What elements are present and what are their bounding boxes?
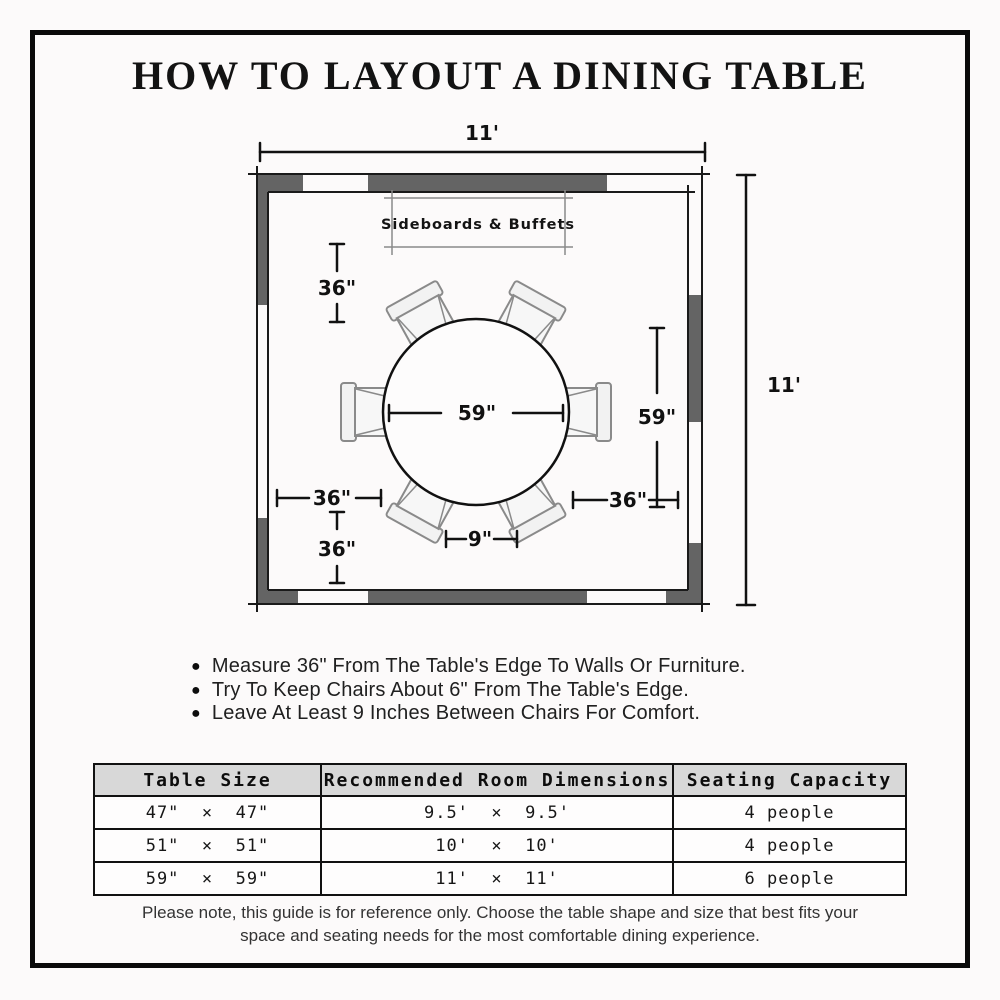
tip-text: Leave At Least 9 Inches Between Chairs F… — [211, 702, 701, 724]
room-height-label: 11' — [767, 373, 801, 397]
cell-seating-capacity: 4 people — [672, 828, 907, 863]
bullet-icon: ● — [191, 681, 201, 699]
size-table: Table Size Recommended Room Dimensions S… — [93, 763, 907, 896]
sideboard-label: Sideboards & Buffets — [381, 217, 575, 233]
top-left-clearance-label: 36" — [318, 276, 356, 300]
room-walls — [256, 174, 703, 605]
page-title: HOW TO LAYOUT A DINING TABLE — [132, 53, 868, 98]
cell-room-dimensions: 9.5' × 9.5' — [320, 795, 674, 830]
header-table-size: Table Size — [93, 763, 322, 797]
note-line-1: Please note, this guide is for reference… — [141, 903, 858, 922]
cell-table-size: 51" × 51" — [93, 828, 322, 863]
cell-table-size: 47" × 47" — [93, 795, 322, 830]
dim-bottom-left-clearance-v: 36" — [318, 510, 356, 585]
bottom-left-clearance-v-label: 36" — [318, 537, 356, 561]
cell-seating-capacity: 6 people — [672, 861, 907, 896]
page-border-frame — [30, 30, 970, 968]
tip-item: ● Measure 36" From The Table's Edge To W… — [191, 655, 746, 679]
bullet-icon: ● — [191, 705, 201, 722]
cell-seating-capacity: 4 people — [672, 795, 907, 830]
tip-item: ● Try To Keep Chairs About 6" From The T… — [191, 679, 746, 703]
dining-table-circle — [381, 317, 571, 507]
dim-top-left-clearance: 36" — [318, 242, 356, 324]
tip-item: ● Leave At Least 9 Inches Between Chairs… — [191, 702, 746, 726]
bullet-icon: ● — [191, 658, 201, 675]
room-outline — [248, 166, 710, 612]
right-clearance-label: 59" — [638, 405, 676, 429]
table-diameter-label: 59" — [458, 401, 496, 425]
dim-room-height: 11' — [735, 173, 801, 607]
sideboard-box: Sideboards & Buffets — [381, 190, 575, 255]
tips-list: ● Measure 36" From The Table's Edge To W… — [191, 655, 746, 726]
chair-gap-label: 9" — [468, 527, 492, 551]
tip-text: Measure 36" From The Table's Edge To Wal… — [211, 655, 746, 677]
footer-note: Please note, this guide is for reference… — [0, 901, 1000, 947]
dim-bottom-right-clearance: 36" — [571, 488, 680, 512]
header-room-dimensions: Recommended Room Dimensions — [320, 763, 674, 797]
table-row: 47" × 47" 9.5' × 9.5' 4 people — [93, 795, 907, 830]
table-header-row: Table Size Recommended Room Dimensions S… — [93, 763, 907, 797]
dim-chair-gap: 9" — [444, 527, 519, 551]
room-width-label: 11' — [465, 121, 499, 145]
dim-table-diameter: 59" — [387, 401, 565, 425]
cell-room-dimensions: 11' × 11' — [320, 861, 674, 896]
cell-room-dimensions: 10' × 10' — [320, 828, 674, 863]
dim-room-width: 11' — [258, 121, 707, 163]
bottom-left-clearance-h-label: 36" — [313, 486, 351, 510]
table-row: 59" × 59" 11' × 11' 6 people — [93, 861, 907, 896]
header-seating-capacity: Seating Capacity — [672, 763, 907, 797]
dim-right-clearance: 59" — [638, 326, 676, 509]
dim-bottom-left-clearance-h: 36" — [275, 486, 383, 510]
tip-text: Try To Keep Chairs About 6" From The Tab… — [211, 678, 689, 701]
bottom-right-clearance-label: 36" — [609, 488, 647, 512]
table-row: 51" × 51" 10' × 10' 4 people — [93, 828, 907, 863]
cell-table-size: 59" × 59" — [93, 861, 322, 896]
note-line-2: space and seating needs for the most com… — [240, 926, 760, 945]
